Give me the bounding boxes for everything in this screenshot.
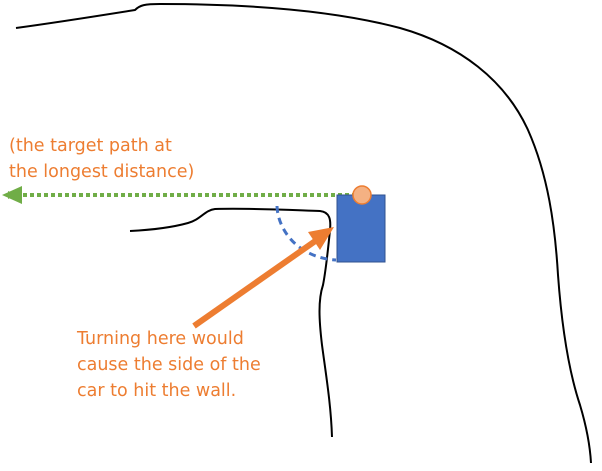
turning-arc [275,205,337,262]
car-body [336,194,386,263]
target-path-arrowhead [2,186,22,204]
turning-warning-label: Turning here would cause the side of the… [77,329,261,401]
inner-wall [129,207,333,438]
outer-wall [15,2,592,464]
warning-arrow [192,234,323,329]
car-front-marker [352,185,372,205]
warning-arrowhead [308,227,334,250]
target-path-label: (the target path at the longest distance… [9,136,195,182]
